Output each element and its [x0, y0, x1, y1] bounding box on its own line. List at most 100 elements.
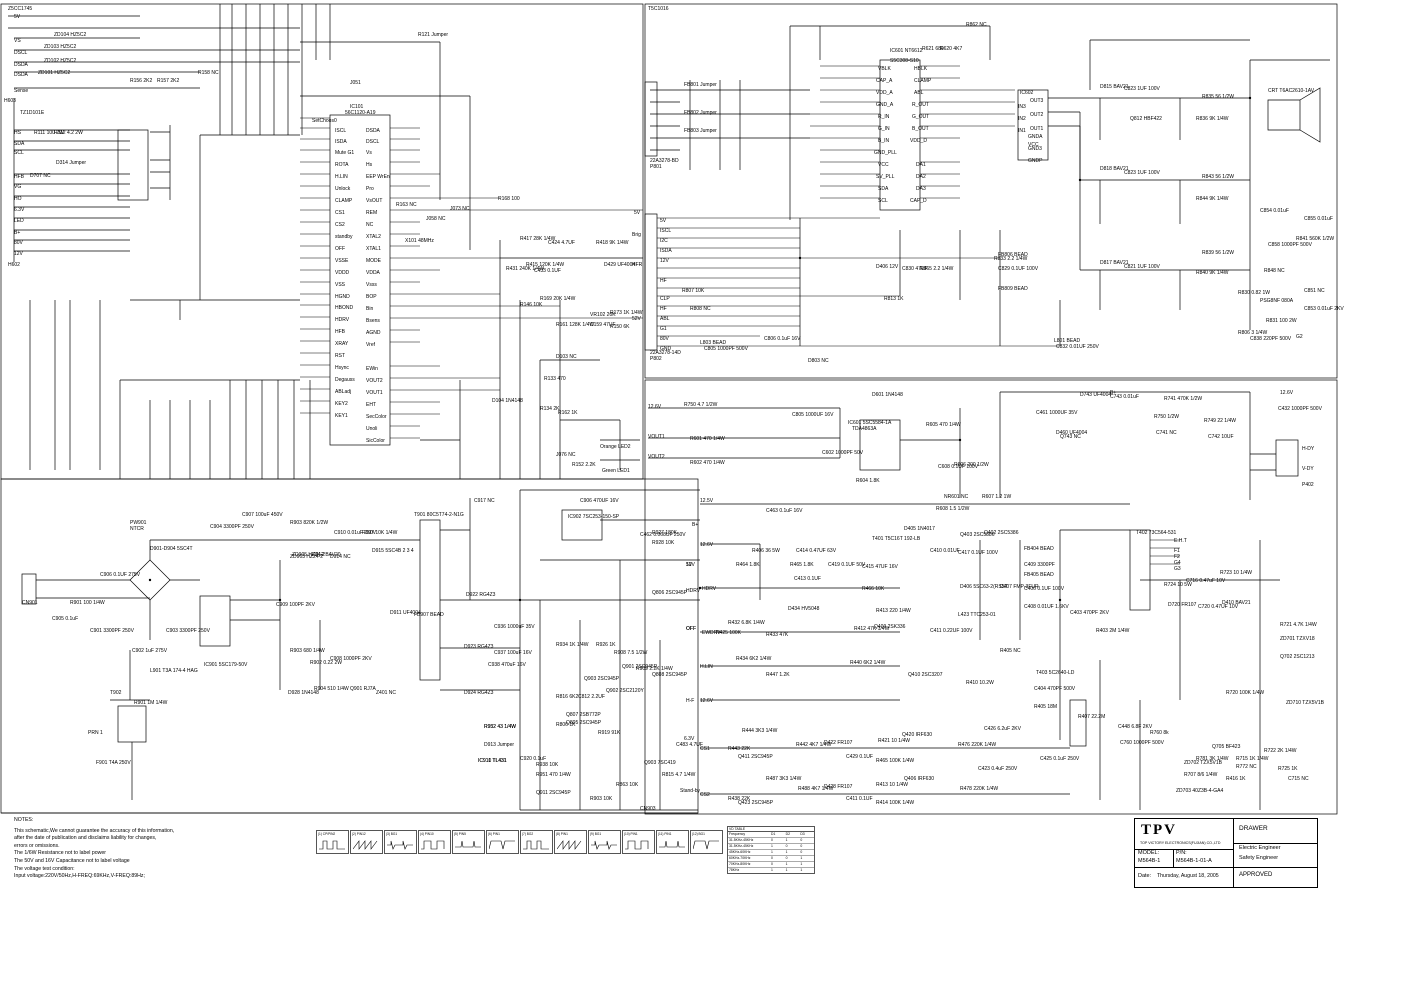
component-label: R407 22.2M: [1078, 714, 1106, 720]
component-label: R416 1K: [1226, 776, 1246, 782]
component-label: CLAMP: [914, 78, 932, 84]
component-label: Q410 2SC3207: [908, 672, 943, 678]
waveform-label: (8) PIN1: [556, 832, 568, 836]
voltage-table-cell: 0: [785, 856, 788, 860]
component-label: HO: [14, 196, 22, 202]
component-label: R421 10 1/4W: [878, 738, 910, 744]
component-label: R863 10K: [616, 782, 639, 788]
component-label: C411 0.1UF: [846, 796, 873, 802]
component-label: R173 1K 1/4W: [610, 310, 643, 316]
component-label: 12.6V: [700, 542, 714, 548]
component-label: C853 0.01uF 2KV: [1304, 306, 1344, 312]
component-label: R725 1K: [1278, 766, 1298, 772]
component-label: HFB: [335, 329, 345, 335]
component-label: CN901: [22, 600, 38, 606]
component-label: R444 3K3 1/4W: [742, 728, 778, 734]
date-value: Thursday, August 18, 2005: [1157, 873, 1219, 879]
waveform-box: (1) CP/PIN2: [316, 830, 349, 854]
waveform-label: (12) BG1: [692, 832, 705, 836]
component-label: 5V: [634, 210, 641, 216]
component-label: D314 Jumper: [56, 160, 87, 166]
component-label: B_IN: [878, 138, 890, 144]
component-label: R414 100K 1/4W: [876, 800, 915, 806]
voltage-table-cell: D1: [771, 832, 776, 836]
component-label: R602 470 1/4W: [690, 460, 725, 466]
component-label: I2C: [660, 238, 668, 244]
component-label: C448 6.8F 2KV: [1118, 724, 1153, 730]
component-label: C905 0.1uF: [52, 616, 79, 622]
component-label: R431 240K 1/4W: [506, 266, 545, 272]
component-label: CRT T6AC2610-1AV: [1268, 88, 1315, 94]
company-logo: TPV: [1141, 822, 1177, 838]
component-label: 22A3278-BD: [650, 158, 679, 164]
component-label: E.H.T: [1174, 538, 1187, 544]
component-label: D407 FMP-3FUR: [1000, 584, 1039, 590]
component-label: NC: [366, 222, 374, 228]
component-label: DSDA: [14, 72, 28, 78]
component-label: C760 1000PF 500V: [1120, 740, 1164, 746]
component-label: D428 FR107: [824, 784, 853, 790]
component-label: TDA4863A: [852, 426, 877, 432]
component-label: R781 3K 1/4W: [1196, 756, 1229, 762]
component-label: C424 4.7UF: [548, 240, 575, 246]
note-line: Input voltage:220V/50Hz,H-FREQ:69KHz,V-F…: [14, 873, 145, 880]
component-label: 5V: [14, 14, 21, 20]
component-label: C429 0.1UF: [846, 754, 873, 760]
component-label: C419 0.1UF 50V: [828, 562, 866, 568]
component-label: D707 NC: [30, 173, 51, 179]
component-label: R466 10K: [862, 586, 885, 592]
component-label: Q806 2SC945P: [652, 590, 688, 596]
component-label: SDA: [14, 141, 25, 147]
component-label: Q812 HBF422: [1130, 116, 1162, 122]
component-label: VCC: [878, 162, 889, 168]
component-label: R862 NC: [966, 22, 987, 28]
component-label: HDRV: [702, 586, 717, 592]
component-label: C409 3300PF: [1024, 562, 1055, 568]
waveform-trace: [523, 840, 549, 850]
component-label: C715 NC: [1288, 776, 1309, 782]
component-label: C823 1UF 100V: [1124, 170, 1160, 176]
component-label: Q409 2SK336: [874, 624, 906, 630]
component-label: CS1: [700, 746, 710, 752]
component-label: R157 2K2: [157, 78, 180, 84]
component-label: H-DY: [1302, 446, 1315, 452]
waveform-trace: [455, 840, 481, 848]
component-label: C602 1000PF 50V: [822, 450, 864, 456]
component-label: 12.6V: [700, 698, 714, 704]
component-label: ABL: [914, 90, 924, 96]
component-label: D406 12V: [876, 264, 899, 270]
component-label: Sense: [14, 88, 29, 94]
component-label: 5V: [660, 218, 667, 224]
component-label: C829 0.1UF 100V: [998, 266, 1039, 272]
waveform-box: (9) BG1: [588, 830, 621, 854]
component-label: R608 1.5 1/2W: [936, 506, 970, 512]
component-label: C432 1000PF 500V: [1278, 406, 1322, 412]
component-label: R835 56 1/2W: [1202, 94, 1234, 100]
component-label: XTAL1: [366, 246, 381, 252]
component-label: R134 2K: [540, 406, 560, 412]
voltage-table-cell: 1: [771, 850, 773, 854]
component-label: R413 10 1/4W: [876, 782, 908, 788]
component-label: HFR: [632, 262, 643, 268]
component-label: R932 43 1/4W: [484, 724, 516, 730]
component-label: C907 100uF 450V: [242, 512, 283, 518]
component-label: PW901: [130, 520, 147, 526]
component-label: CLAMP: [335, 198, 353, 204]
voltage-table-cell: 1: [785, 868, 788, 872]
component-label: R772 NC: [1236, 764, 1257, 770]
component-label: T402 73C564-531: [1136, 530, 1177, 536]
component-label: FB803 Jumper: [684, 128, 717, 134]
waveform-box: (6) PIN1: [486, 830, 519, 854]
component-label: R840 9K 1/4W: [1196, 270, 1229, 276]
component-label: L801 BEAD: [1054, 338, 1081, 344]
component-label: C159 47UF: [590, 322, 616, 328]
component-label: R152 2.2K: [572, 462, 596, 468]
component-label: IN1: [1018, 128, 1026, 134]
waveform-box: (5) PIN5: [452, 830, 485, 854]
component-label: V-DY: [1302, 466, 1314, 472]
component-label: D928 1N4148: [288, 690, 319, 696]
right-sheet-ref: T5C1016: [648, 6, 669, 12]
component-label: F2: [1174, 554, 1180, 560]
component-label: C404 470PF 500V: [1034, 686, 1076, 692]
